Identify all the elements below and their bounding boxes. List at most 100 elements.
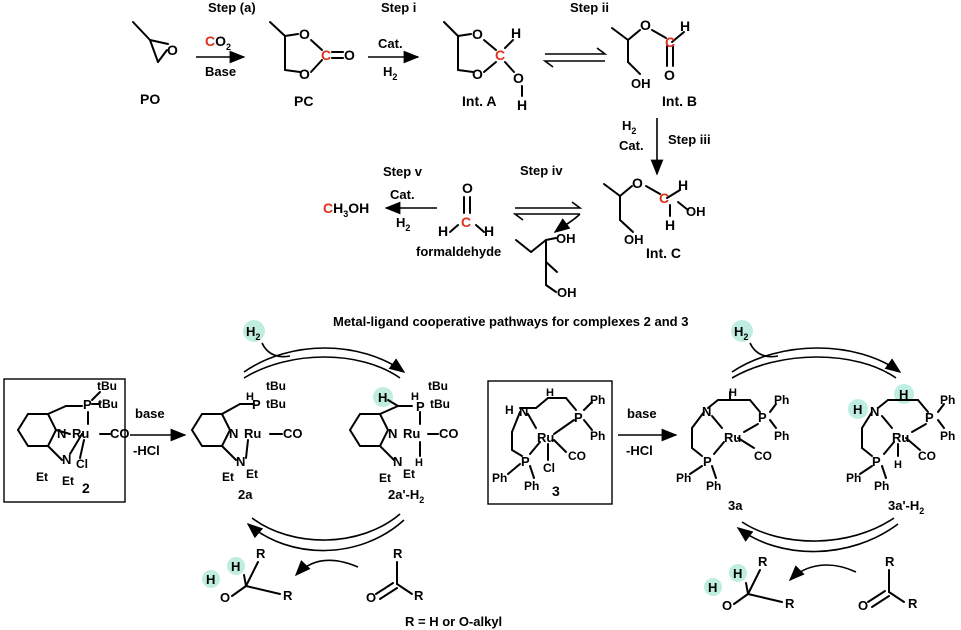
int-c-primary-hydroxyl: OH <box>624 232 644 247</box>
glycol-primary-hydroxyl: OH <box>557 285 577 300</box>
propylene-carbonate-structure: O O C O PC <box>269 21 355 109</box>
propylene-oxide-structure: O PO <box>132 21 178 107</box>
complex-2a-label: 2a <box>238 487 253 502</box>
formaldehyde-label: formaldehyde <box>416 244 501 259</box>
complex-3a-h2-nitrogen: N <box>870 404 879 419</box>
complex-2a-h2-tbu-2: tBu <box>430 397 450 411</box>
substrate-r1-right: R <box>885 554 895 569</box>
complex-3a-h2-ruthenium: Ru <box>892 430 909 445</box>
complex-3a-ruthenium: Ru <box>724 430 741 445</box>
complex-3-phosphorus-left: P <box>521 454 530 469</box>
carbonyl-substrate-left: R O R <box>366 546 424 605</box>
step-iv-reverse-arrow <box>512 213 580 221</box>
base-reagent-left: base <box>135 406 165 421</box>
step-i-label: Step i <box>381 0 416 15</box>
complex-3-phenyl-1: Ph <box>590 393 605 407</box>
complex-3a-h2-carbonyl: CO <box>918 449 936 463</box>
propylene-glycol-release-arrow <box>553 213 581 233</box>
int-b-formyl-hydrogen: H <box>680 18 690 34</box>
complex-2a-h2-ethyl-2: Et <box>403 467 415 481</box>
product-r2-right: R <box>785 596 795 611</box>
formaldehyde-structure: O C H H formaldehyde <box>416 180 501 259</box>
complex-3a-h2-ch-hydrogen: H <box>899 387 908 402</box>
int-c-carbon: C <box>659 190 669 206</box>
substrate-r1-left: R <box>393 546 403 561</box>
product-r2-left: R <box>283 588 293 603</box>
int-a-ring-oxygen-1: O <box>472 26 483 42</box>
complex-2a-h2-amine-nitrogen: N <box>393 454 402 469</box>
complex-3-phenyl-4: Ph <box>524 479 539 493</box>
complex-2a-h2-methylene-hydrogen: H <box>378 390 387 405</box>
step-i-h2: H2 <box>383 64 397 82</box>
int-a-label: Int. A <box>462 93 496 109</box>
step-i-catalyst: Cat. <box>378 36 403 51</box>
complex-3-phosphorus-right: P <box>574 410 583 425</box>
complex-3-ruthenium: Ru <box>537 430 554 445</box>
complex-2a-h2-second-methylene-hydrogen: H <box>411 391 419 403</box>
pc-ring-oxygen-2: O <box>299 66 310 82</box>
complex-3a-h2-phenyl-1: Ph <box>940 393 955 407</box>
product-r1-right: R <box>758 554 768 569</box>
h2-addition-arc-right <box>731 347 902 373</box>
complex-2-ethyl-1: Et <box>36 470 48 484</box>
complex-3a-structure: H N P Ph Ph Ru P CO Ph Ph 3a <box>676 387 789 513</box>
alpha-hydrogen-highlight-right <box>729 564 747 582</box>
int-b-ether-oxygen: O <box>640 17 651 33</box>
complex-2a-h2-ethyl-1: Et <box>379 471 391 485</box>
complex-2a-h2-structure: H H P tBu tBu N Ru CO N H Et Et 2a'-H2 <box>348 379 459 505</box>
complex-2a-methine-hydrogen: H <box>246 391 254 403</box>
complex-3a-label: 3a <box>728 498 743 513</box>
step-iv-label: Step iv <box>520 163 563 178</box>
int-a-hydroxyl-hydrogen: H <box>517 97 527 113</box>
complex-3a-phosphorus-left: P <box>703 454 712 469</box>
int-b-label: Int. B <box>662 93 697 109</box>
complex-2a-ethyl-2: Et <box>246 467 258 481</box>
methanol-product: CH3OH <box>323 200 369 219</box>
complex-2a-phosphorus: P <box>252 397 261 412</box>
step-iii-label: Step iii <box>668 132 711 147</box>
step-ii-label: Step ii <box>570 0 609 15</box>
base-reagent: Base <box>205 64 236 79</box>
cooperative-pathways-title: Metal-ligand cooperative pathways for co… <box>333 314 688 329</box>
po-oxygen: O <box>167 42 178 58</box>
carbonyl-substrate-right: R O R <box>858 554 918 613</box>
formaldehyde-carbon: C <box>461 214 471 230</box>
complex-3a-phenyl-1: Ph <box>774 393 789 407</box>
complex-3-phenyl-3: Ph <box>492 471 507 485</box>
formaldehyde-oxygen: O <box>462 180 473 196</box>
step-v-h2: H2 <box>396 215 410 233</box>
complex-2-pyridine-nitrogen: N <box>57 426 66 441</box>
complex-3a-phosphorus-right: P <box>758 410 767 425</box>
complex-2-label: 2 <box>82 480 90 496</box>
complex-3-nh-hydrogen: H <box>505 403 514 417</box>
complex-2a-structure: P H tBu tBu N Ru CO N Et Et 2a <box>190 379 303 502</box>
complex-3a-h2-phenyl-3: Ph <box>846 471 861 485</box>
product-alpha-hydrogen-left: H <box>231 559 240 574</box>
complex-3-ch-hydrogen: H <box>546 387 554 399</box>
complex-2-carbonyl: CO <box>110 426 130 441</box>
complex-3a-h2-phosphorus-right: P <box>925 410 934 425</box>
complex-2a-h2-ruthenium: Ru <box>403 426 420 441</box>
product-hydroxyl-hydrogen-left: H <box>206 572 215 587</box>
hcl-byproduct-left: -HCl <box>133 443 160 458</box>
int-a-hydrogen: H <box>511 25 521 41</box>
hydroxyl-hydrogen-highlight-left <box>202 570 220 588</box>
pc-ring-oxygen-1: O <box>299 26 310 42</box>
complex-3-label: 3 <box>552 483 560 499</box>
h2-highlight-right <box>731 320 753 342</box>
r-group-definition: R = H or O-alkyl <box>405 614 502 629</box>
hydrogen-transfer-arc-right <box>736 523 899 553</box>
hydroxyl-hydrogen-highlight-right <box>704 578 722 596</box>
co2-reagent: CO2 <box>205 33 231 52</box>
int-c-hydroxyl: OH <box>686 204 706 219</box>
complex-2a-h2-pyridine-nitrogen: N <box>388 426 397 441</box>
formaldehyde-hydrogen-right: H <box>484 223 494 239</box>
h2-inflow-arrow-right <box>749 342 779 358</box>
complex-2-tbu-2: tBu <box>98 397 118 411</box>
substrate-oxygen-left: O <box>366 590 376 605</box>
step-iv-forward-arrow <box>515 201 583 209</box>
methylene-hydrogen-highlight <box>373 387 393 407</box>
complex-3-structure: H H N P Ph Ph Ru P CO Cl Ph Ph 3 <box>492 387 605 499</box>
step-v-catalyst: Cat. <box>390 187 415 202</box>
